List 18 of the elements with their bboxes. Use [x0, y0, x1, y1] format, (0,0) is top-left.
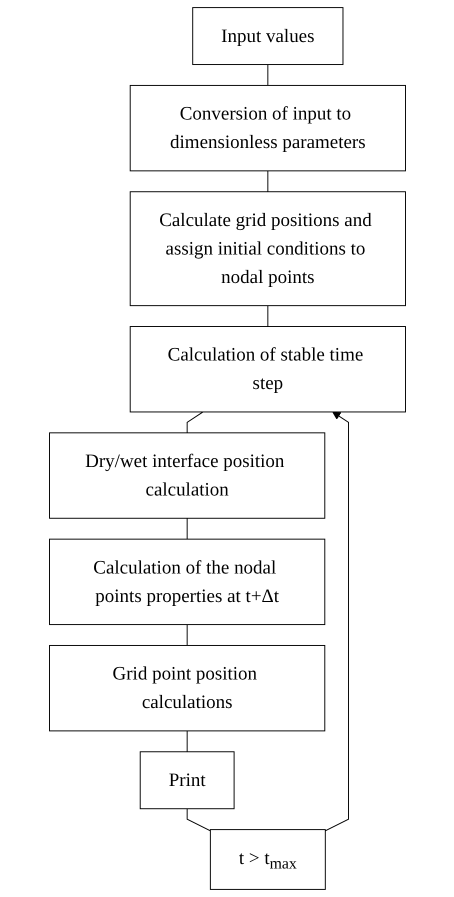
connector [186, 808, 210, 832]
connector [186, 624, 188, 646]
connector [266, 170, 268, 192]
connector [186, 730, 188, 752]
node-box: Input values [192, 7, 343, 66]
node-box: Dry/wet interface position calculation [48, 432, 325, 519]
node-box: Grid point position calculations [48, 644, 325, 732]
node-box: Conversion of input to dimensionless parameters [129, 84, 406, 172]
node-box: Print [139, 751, 234, 810]
connector [266, 64, 268, 86]
node-box: Calculation of stable time step [129, 326, 406, 412]
arrow [324, 412, 348, 832]
node-box: Calculate grid positions and assign initial conditions to nodal points [129, 191, 406, 306]
node-box: t > t$_{max}$ [209, 829, 326, 890]
node-box: Calculation of the nodal points properties at t+Δt [48, 538, 325, 626]
connector [186, 411, 203, 434]
connector [266, 305, 268, 327]
connector [186, 518, 188, 540]
